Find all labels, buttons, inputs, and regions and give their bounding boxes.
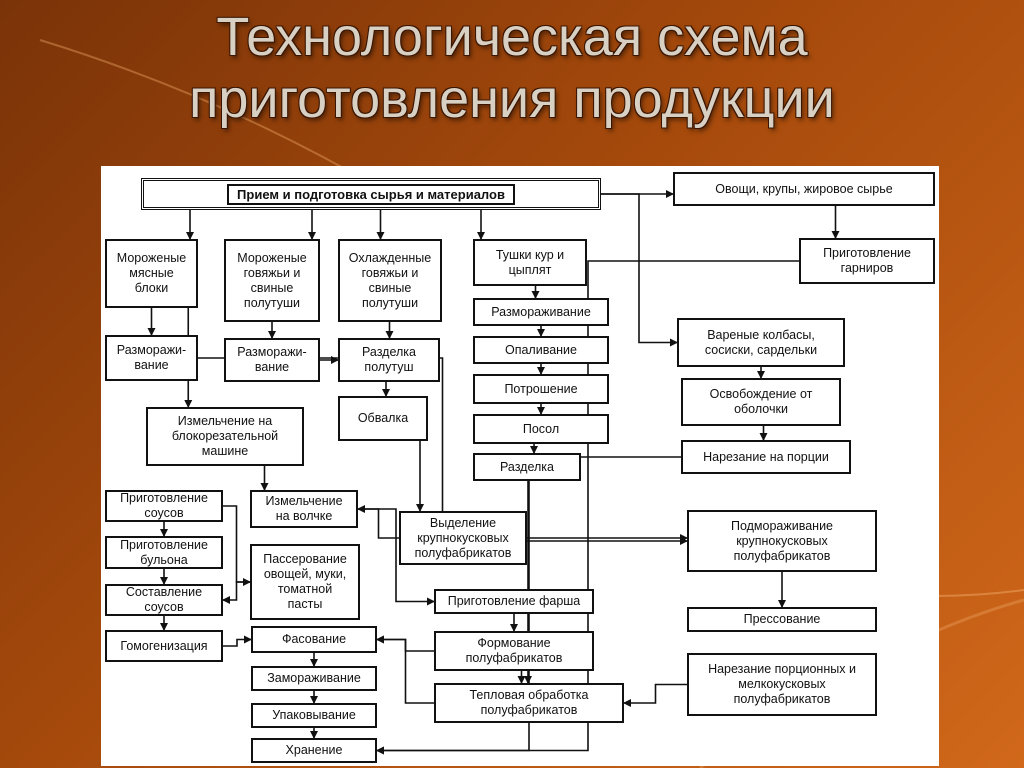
node-izmel-volch: Измельчение на волчке [250, 490, 358, 528]
edge-razmor1-to-podmor [198, 357, 688, 545]
edge-priem-to-kolbasy [601, 193, 678, 347]
node-teplo: Тепловая обработка полуфабрикатов [434, 683, 624, 723]
node-posol: Посол [473, 414, 609, 444]
edge-teplo-to-fasov [376, 635, 434, 704]
edge-izmel-volch-to-farsh [358, 508, 435, 606]
node-narez-porc: Нарезание на порции [681, 440, 851, 474]
flowchart-panel: Прием и подготовка сырья и материалов Ово… [101, 166, 939, 766]
edge-passer-to-sostav [222, 581, 250, 604]
node-narez-melk: Нарезание порционных и мелкокусковых пол… [687, 653, 877, 716]
edge-garnir-to-hranenie [376, 260, 799, 755]
edge-sous-to-passer [223, 505, 251, 586]
node-garnir: Приготовление гарниров [799, 238, 935, 284]
node-sous: Приготовление соусов [105, 490, 223, 522]
node-ohl-gov: Охлажденные говяжьи и свиные полутуши [338, 239, 442, 322]
node-podmor: Подмораживание крупнокусковых полуфабрик… [687, 510, 877, 572]
node-obvalka: Обвалка [338, 396, 428, 441]
slide-title: Технологическая схема приготовления прод… [0, 6, 1024, 130]
node-izmel-blok: Измельчение на блокорезательной машине [146, 407, 304, 466]
node-razmor1: Разморажи- вание [105, 335, 198, 381]
node-potrosh: Потрошение [473, 374, 609, 404]
node-ovoschi: Овощи, крупы, жировое сырье [673, 172, 935, 206]
node-mor-gov: Мороженые говяжьи и свиные полутуши [224, 239, 320, 322]
node-upak: Упаковывание [251, 703, 377, 728]
edge-vydelenie-to-izmel-volch [357, 505, 399, 539]
edge-gomog-to-fasov [223, 635, 252, 647]
node-opal: Опаливание [473, 336, 609, 364]
node-vydelenie: Выделение крупнокусковых полуфабрикатов [399, 511, 527, 565]
node-zamor: Замораживание [251, 666, 377, 691]
node-hranenie: Хранение [251, 738, 377, 763]
node-formov: Формование полуфабрикатов [434, 631, 594, 671]
node-passer: Пассерование овощей, муки, томатной паст… [250, 544, 360, 620]
node-priem: Прием и подготовка сырья и материалов [141, 178, 601, 210]
node-tushki: Тушки кур и цыплят [473, 239, 587, 286]
node-gomog: Гомогенизация [105, 630, 223, 662]
title-line-1: Технологическая схема [216, 7, 808, 67]
node-pressov: Прессование [687, 607, 877, 632]
title-line-2: приготовления продукции [189, 69, 835, 129]
node-bulon: Приготовление бульона [105, 536, 223, 569]
node-farsh: Приготовление фарша [434, 589, 594, 614]
node-razdelka: Разделка [473, 453, 581, 481]
edge-narez-melk-to-teplo [623, 683, 687, 707]
node-razdelka-pol: Разделка полутуш [338, 338, 440, 382]
node-osvob: Освобождение от оболочки [681, 378, 841, 426]
node-mor-myas: Мороженые мясные блоки [105, 239, 198, 308]
node-razmor2: Разморажи- вание [224, 338, 320, 382]
node-fasov: Фасование [251, 626, 377, 653]
node-priem-label: Прием и подготовка сырья и материалов [227, 183, 515, 205]
node-sostav: Составление соусов [105, 584, 223, 616]
node-kolbasy: Вареные колбасы, сосиски, сардельки [677, 318, 845, 367]
node-razmor3: Размораживание [473, 298, 609, 326]
